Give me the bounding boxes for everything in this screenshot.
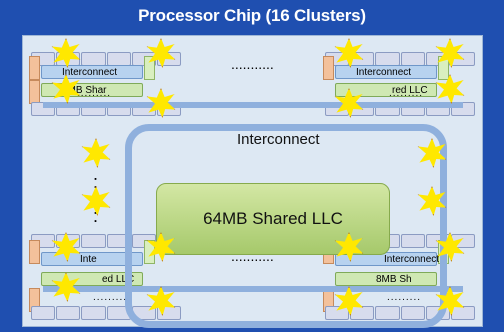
core (56, 306, 81, 320)
interconnect-label: Interconnect (356, 67, 412, 78)
llc-label: 8MB Shar (62, 85, 107, 96)
core (81, 234, 106, 248)
core (325, 306, 350, 320)
cluster-llc: red LLC (335, 83, 437, 97)
cache-tag (323, 56, 334, 80)
cluster-dots: ......... (77, 88, 112, 99)
core (450, 306, 476, 320)
cluster-llc: 8MB Sh (335, 272, 437, 286)
ring-label: Interconnect (233, 131, 324, 148)
core (81, 52, 106, 66)
interconnect-label: Inte (80, 254, 97, 265)
cluster-interconnect: Interconnect (41, 65, 143, 79)
cluster-interconnect: Interconnect (335, 65, 437, 79)
llc-label: ed LLC (102, 274, 135, 285)
core (400, 234, 425, 248)
cache-tag (29, 240, 40, 264)
vertical-dots: : (93, 172, 99, 192)
llc-label: red LLC (392, 85, 428, 96)
processor-chip: Interconnect 8MB Shar ......... Intercon… (22, 35, 483, 328)
core (375, 306, 400, 320)
cache-tag (29, 80, 40, 104)
core (81, 306, 106, 320)
cache-tag (29, 56, 40, 80)
page-title: Processor Chip (16 Clusters) (138, 6, 366, 25)
ring-connector (43, 286, 463, 292)
cluster-dots: ......... (389, 88, 424, 99)
cluster-dots: ......... (387, 292, 422, 303)
core (375, 52, 400, 66)
interconnect-label: Interconnect (384, 254, 440, 265)
core (106, 52, 131, 66)
interconnect-ring (125, 124, 447, 328)
top-dots: ........... (231, 56, 274, 72)
llc-label: 8MB Sh (376, 274, 412, 285)
interconnect-label: Interconnect (62, 67, 118, 78)
shared-llc-label: 64MB Shared LLC (203, 209, 343, 228)
ring-connector (43, 102, 463, 108)
cluster-dots: ......... (93, 292, 128, 303)
core (400, 52, 425, 66)
core (31, 306, 56, 320)
vertical-dots: : (93, 206, 99, 226)
cache-tag (144, 56, 155, 80)
